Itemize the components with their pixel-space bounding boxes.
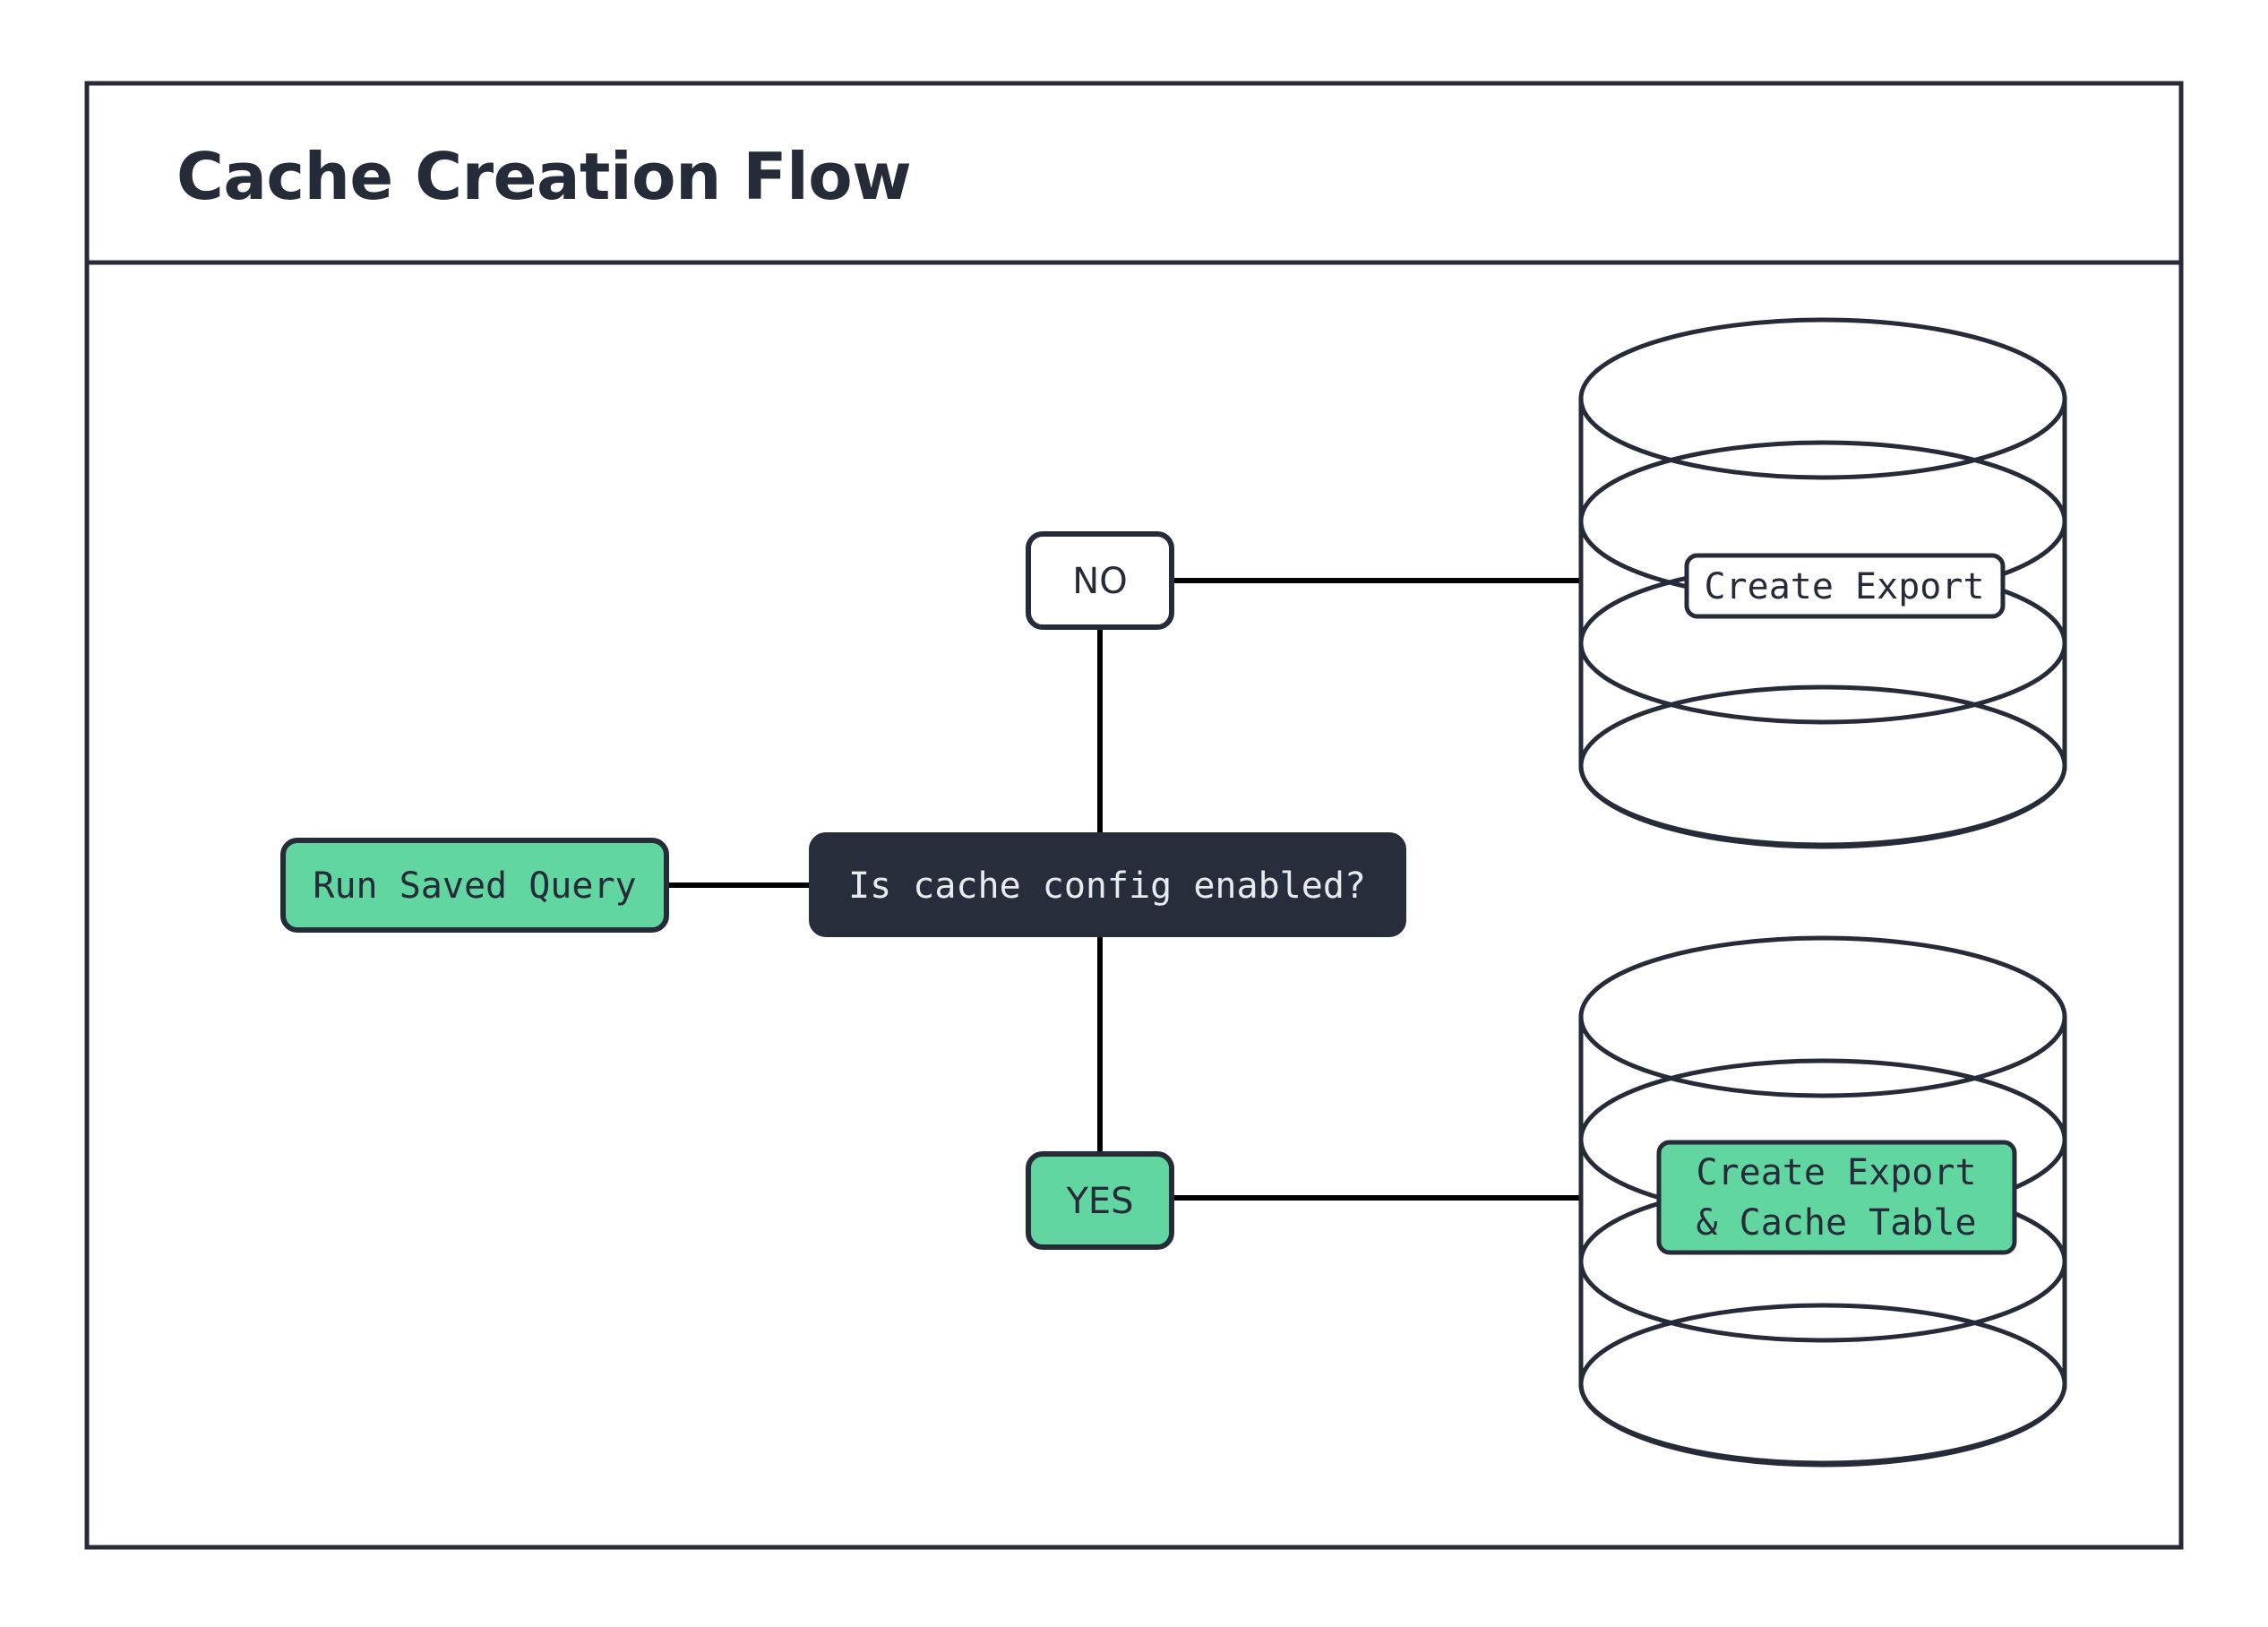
branch-no-label: NO: [1072, 561, 1127, 602]
database-no-disk-1: [1578, 317, 2067, 480]
database-yes-disk-4: [1578, 1303, 2067, 1466]
decision-box[interactable]: [809, 832, 1406, 937]
branch-no-box[interactable]: [1026, 531, 1174, 630]
database-yes-label-box[interactable]: [1656, 1140, 2017, 1255]
node-database-create-export[interactable]: Create Export: [1578, 317, 2067, 849]
decision-label: Is cache config enabled?: [848, 865, 1366, 907]
node-decision[interactable]: Is cache config enabled?: [809, 832, 1406, 937]
branch-yes-label: YES: [1065, 1181, 1133, 1222]
branch-yes-box[interactable]: [1026, 1151, 1174, 1250]
database-no-disk-4: [1578, 684, 2067, 848]
database-yes-disk-1: [1578, 935, 2067, 1098]
node-run-saved-query[interactable]: Run Saved Query: [280, 838, 669, 933]
node-branch-no[interactable]: NO: [1026, 531, 1174, 630]
database-yes-label-line-1: Create Export: [1696, 1152, 1976, 1193]
run-saved-query-box[interactable]: [280, 838, 669, 933]
database-no-label: Create Export: [1704, 566, 1984, 607]
database-no-label-box[interactable]: [1684, 553, 2006, 619]
run-saved-query-label: Run Saved Query: [313, 865, 636, 907]
node-database-create-export-cache-table[interactable]: Create Export & Cache Table: [1578, 935, 2067, 1468]
node-branch-yes[interactable]: YES: [1026, 1151, 1174, 1250]
diagram-frame: [84, 81, 2184, 1550]
page-title: Cache Creation Flow: [176, 139, 911, 214]
database-yes-label-line-2: & Cache Table: [1696, 1202, 1976, 1244]
